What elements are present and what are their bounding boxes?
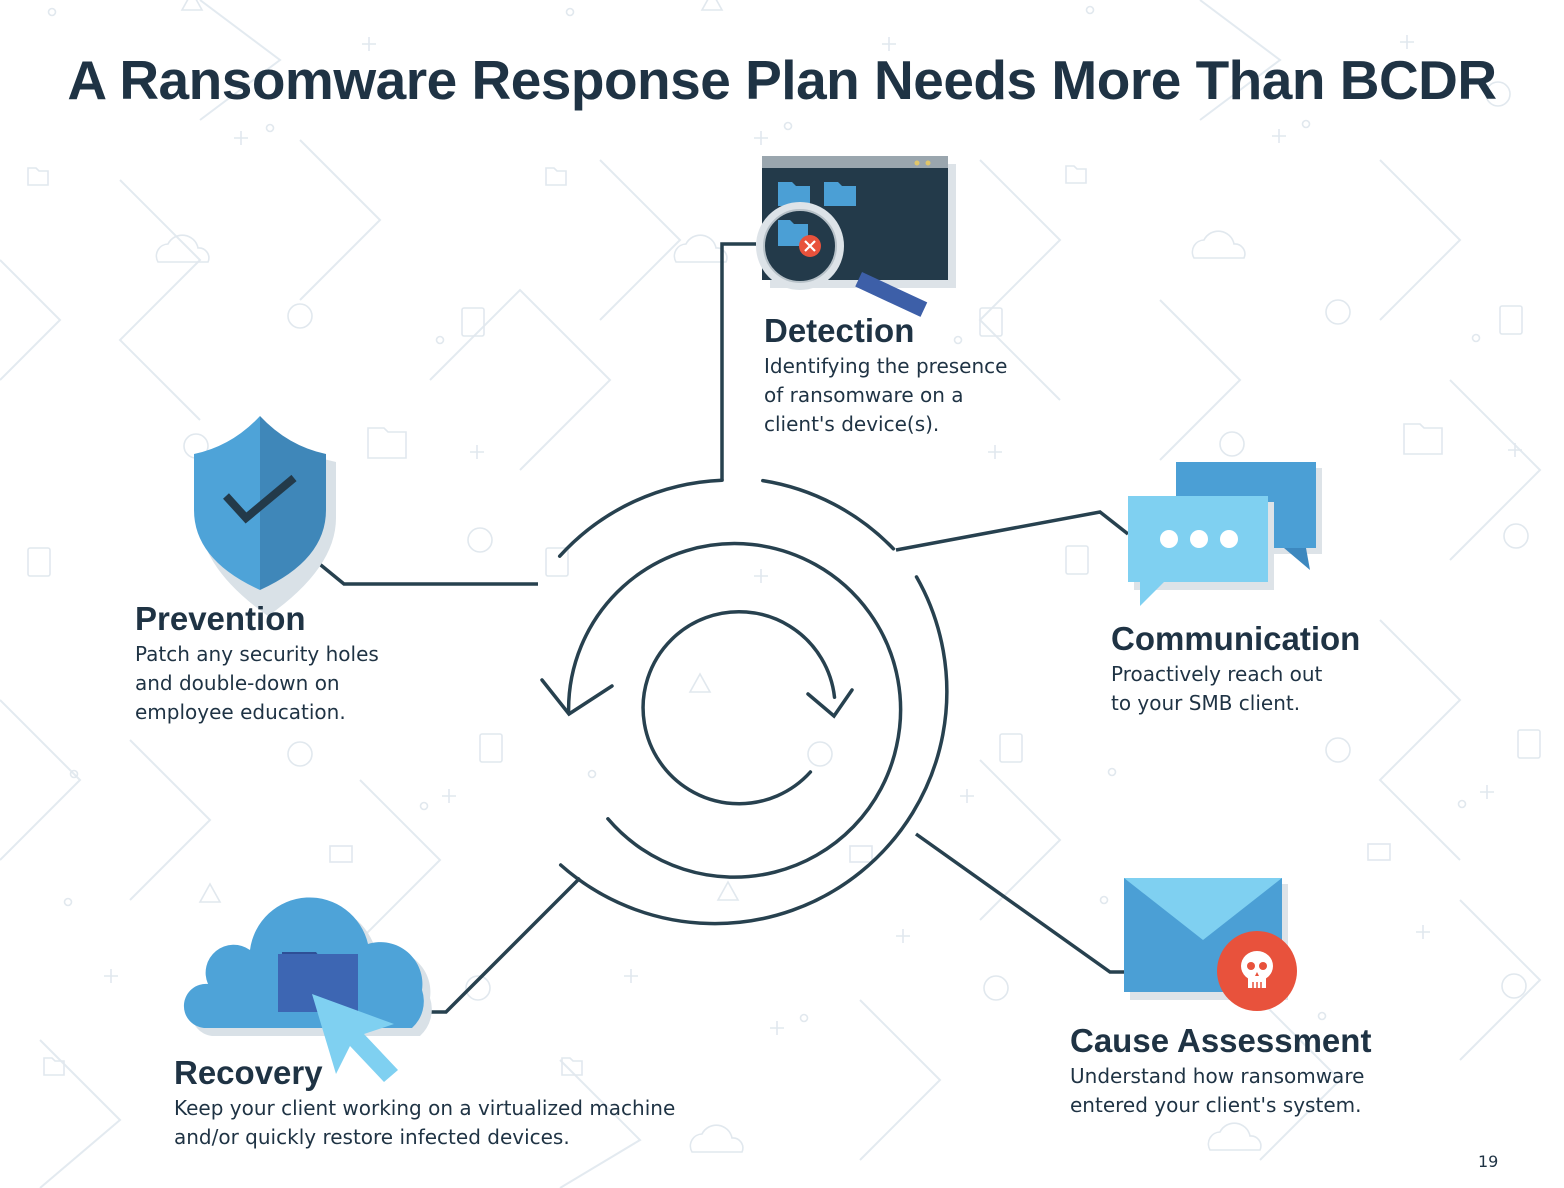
communication-heading: Communication — [1111, 620, 1361, 657]
prevention-heading: Prevention — [135, 600, 306, 637]
envelope-skull-icon — [1124, 878, 1297, 1011]
recovery-block: Recovery Keep your client working on a v… — [174, 1054, 675, 1152]
magnifier-folder-alert-icon — [756, 156, 956, 317]
detection-block: Detection Identifying the presence of ra… — [764, 312, 1007, 439]
middle-ring — [566, 541, 903, 879]
connector-communication — [895, 510, 1130, 552]
recovery-description: Keep your client working on a virtualize… — [174, 1096, 676, 1149]
cloud-folder-cursor-icon — [183, 897, 432, 1082]
inner-ring — [641, 610, 837, 806]
prevention-description: Patch any security holes and double-down… — [135, 642, 379, 724]
prevention-block: Prevention Patch any security holes and … — [135, 600, 379, 727]
chat-bubbles-icon — [1128, 462, 1322, 606]
detection-heading: Detection — [764, 312, 915, 349]
connector-detection — [720, 242, 756, 480]
communication-description: Proactively reach out to your SMB client… — [1111, 662, 1323, 715]
recovery-heading: Recovery — [174, 1054, 323, 1091]
outer-ring — [557, 478, 949, 926]
connector-cause — [914, 832, 1126, 974]
page-title: A Ransomware Response Plan Needs More Th… — [67, 49, 1497, 111]
cause-assessment-heading: Cause Assessment — [1070, 1022, 1372, 1059]
cause-assessment-description: Understand how ransomware entered your c… — [1070, 1064, 1365, 1117]
shield-check-icon — [194, 416, 336, 616]
detection-description: Identifying the presence of ransomware o… — [764, 354, 1008, 436]
cause-assessment-block: Cause Assessment Understand how ransomwa… — [1070, 1022, 1371, 1120]
connector-prevention — [298, 546, 538, 586]
middle-ring-arrowhead — [540, 678, 614, 717]
communication-block: Communication Proactively reach out to y… — [1111, 620, 1360, 718]
page-number: 19 — [1478, 1152, 1499, 1171]
inner-ring-arrowhead — [806, 688, 854, 719]
connector-recovery — [418, 876, 582, 1014]
